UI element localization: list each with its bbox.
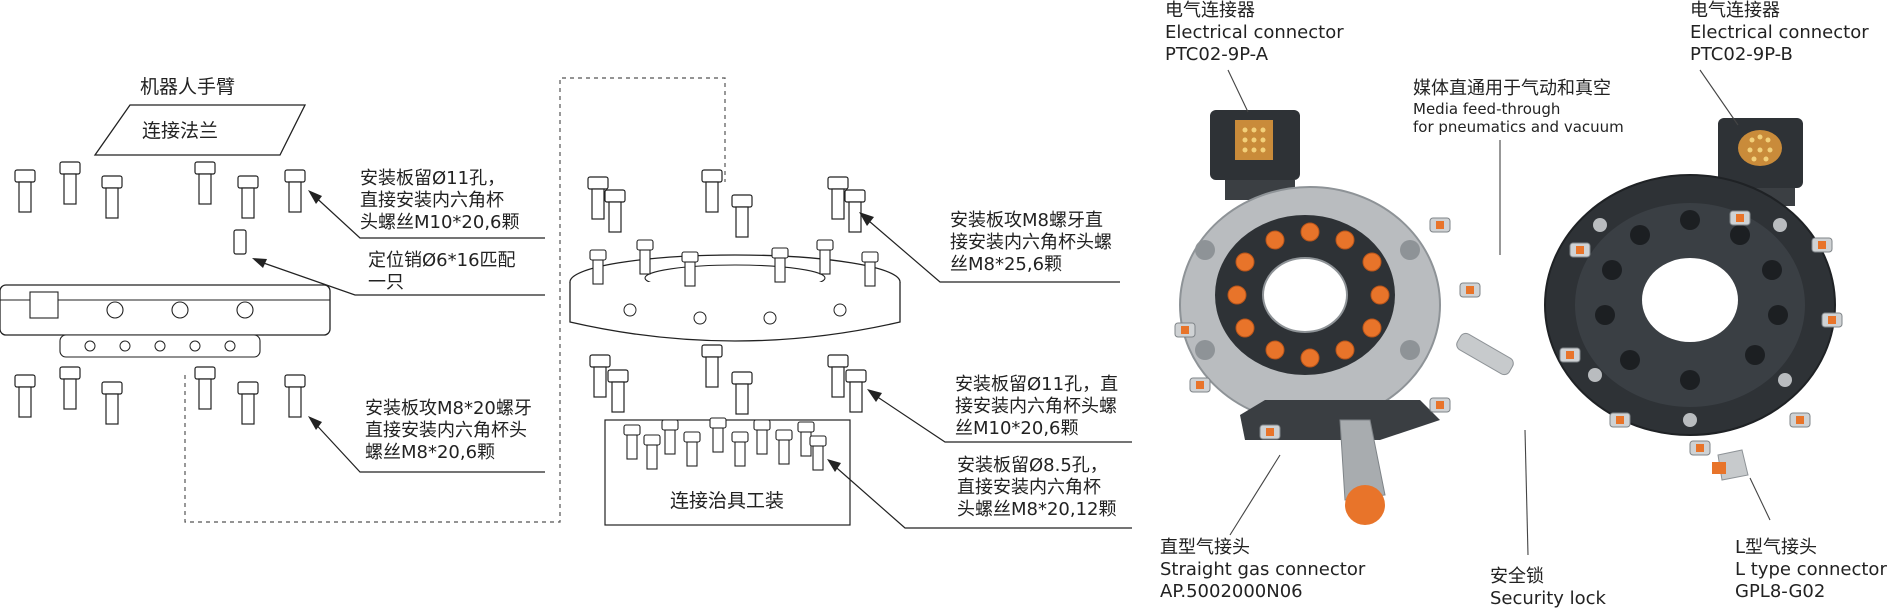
dowel-pin [233, 229, 247, 255]
flange-plate [93, 104, 307, 156]
fixture-box [604, 417, 851, 526]
robot-arm-label: 机器人手臂 [140, 76, 236, 98]
left-note-bottom: 安装板攻M8*20螺牙 直接安装内六角杯头 螺丝M8*20,6颗 [365, 398, 532, 463]
adapter-ring [569, 239, 901, 342]
bottom-bolts [14, 366, 306, 425]
left-note-top: 安装板留Ø11孔， 直接安装内六角杯 头螺丝M10*20,6颗 [360, 168, 520, 233]
middle-note-mid: 安装板留Ø11孔，直 接安装内六角杯头螺 丝M10*20,6颗 [955, 374, 1119, 439]
left-note-pin: 定位销Ø6*16匹配 一只 [368, 250, 516, 293]
upper-bolts [587, 169, 866, 238]
connector-a-label: 电气连接器 Electrical connector PTC02-9P-A [1165, 0, 1344, 65]
media-feedthrough-label: 媒体直通用于气动和真空 Media feed-through for pneum… [1413, 78, 1624, 136]
lower-bolts [589, 344, 867, 415]
left-leaders [254, 191, 545, 473]
photo-tool-changer-a [1174, 110, 1514, 525]
connector-b-label: 电气连接器 Electrical connector PTC02-9P-B [1690, 0, 1869, 65]
middle-note-bottom: 安装板留Ø8.5孔， 直接安装内六角杯 头螺丝M8*20,12颗 [957, 455, 1117, 520]
security-lock-label: 安全锁 Security lock [1490, 566, 1606, 609]
fixture-label: 连接治具工装 [670, 490, 785, 512]
tool-changer-body [0, 284, 331, 358]
flange-label: 连接法兰 [142, 120, 219, 142]
middle-exploded-diagram [569, 169, 1132, 529]
left-exploded-diagram [0, 104, 545, 473]
ltype-connector-label: L型气接头 L type connector GPL8-G02 [1735, 537, 1887, 602]
middle-note-top: 安装板攻M8螺牙直 接安装内六角杯头螺 丝M8*25,6颗 [950, 210, 1112, 275]
photo-leaders [1227, 69, 1771, 556]
dashed-bracket [184, 77, 726, 523]
middle-leaders [829, 214, 1132, 529]
left-arrowheads [252, 190, 322, 430]
photo-tool-changer-b [1544, 118, 1843, 481]
middle-arrowheads [827, 212, 882, 472]
top-bolts [14, 161, 306, 219]
straight-connector-label: 直型气接头 Straight gas connector AP.5002000N… [1160, 537, 1366, 602]
